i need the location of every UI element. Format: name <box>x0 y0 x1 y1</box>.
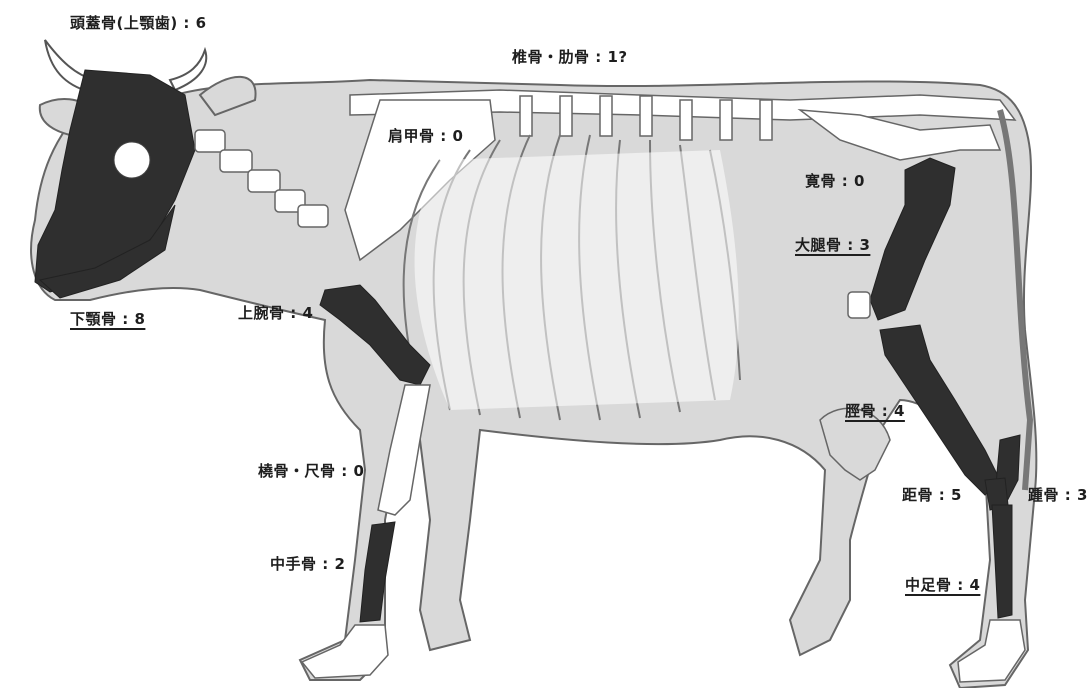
label-talus: 距骨 : 5 <box>902 484 962 505</box>
label-femur: 大腿骨 : 3 <box>795 234 870 255</box>
ribcage-fill <box>415 150 739 410</box>
horn-right <box>170 50 206 90</box>
label-scapula: 肩甲骨 : 0 <box>388 125 463 146</box>
eye-socket <box>114 142 150 178</box>
label-humerus: 上腕骨 : 4 <box>238 302 313 323</box>
label-mandible: 下顎骨 : 8 <box>70 308 145 329</box>
patella <box>848 292 870 318</box>
label-metatarsal: 中足骨 : 4 <box>905 574 980 595</box>
label-vertebra-rib: 椎骨・肋骨 : 1? <box>512 46 628 67</box>
label-metacarpal: 中手骨 : 2 <box>270 553 345 574</box>
label-calcaneus: 踵骨 : 3 <box>1028 484 1088 505</box>
label-pelvis: 寛骨 : 0 <box>805 170 865 191</box>
label-skull: 頭蓋骨(上顎歯) : 6 <box>70 12 207 33</box>
label-tibia: 脛骨 : 4 <box>845 400 905 421</box>
label-radius-ulna: 橈骨・尺骨 : 0 <box>258 460 364 481</box>
